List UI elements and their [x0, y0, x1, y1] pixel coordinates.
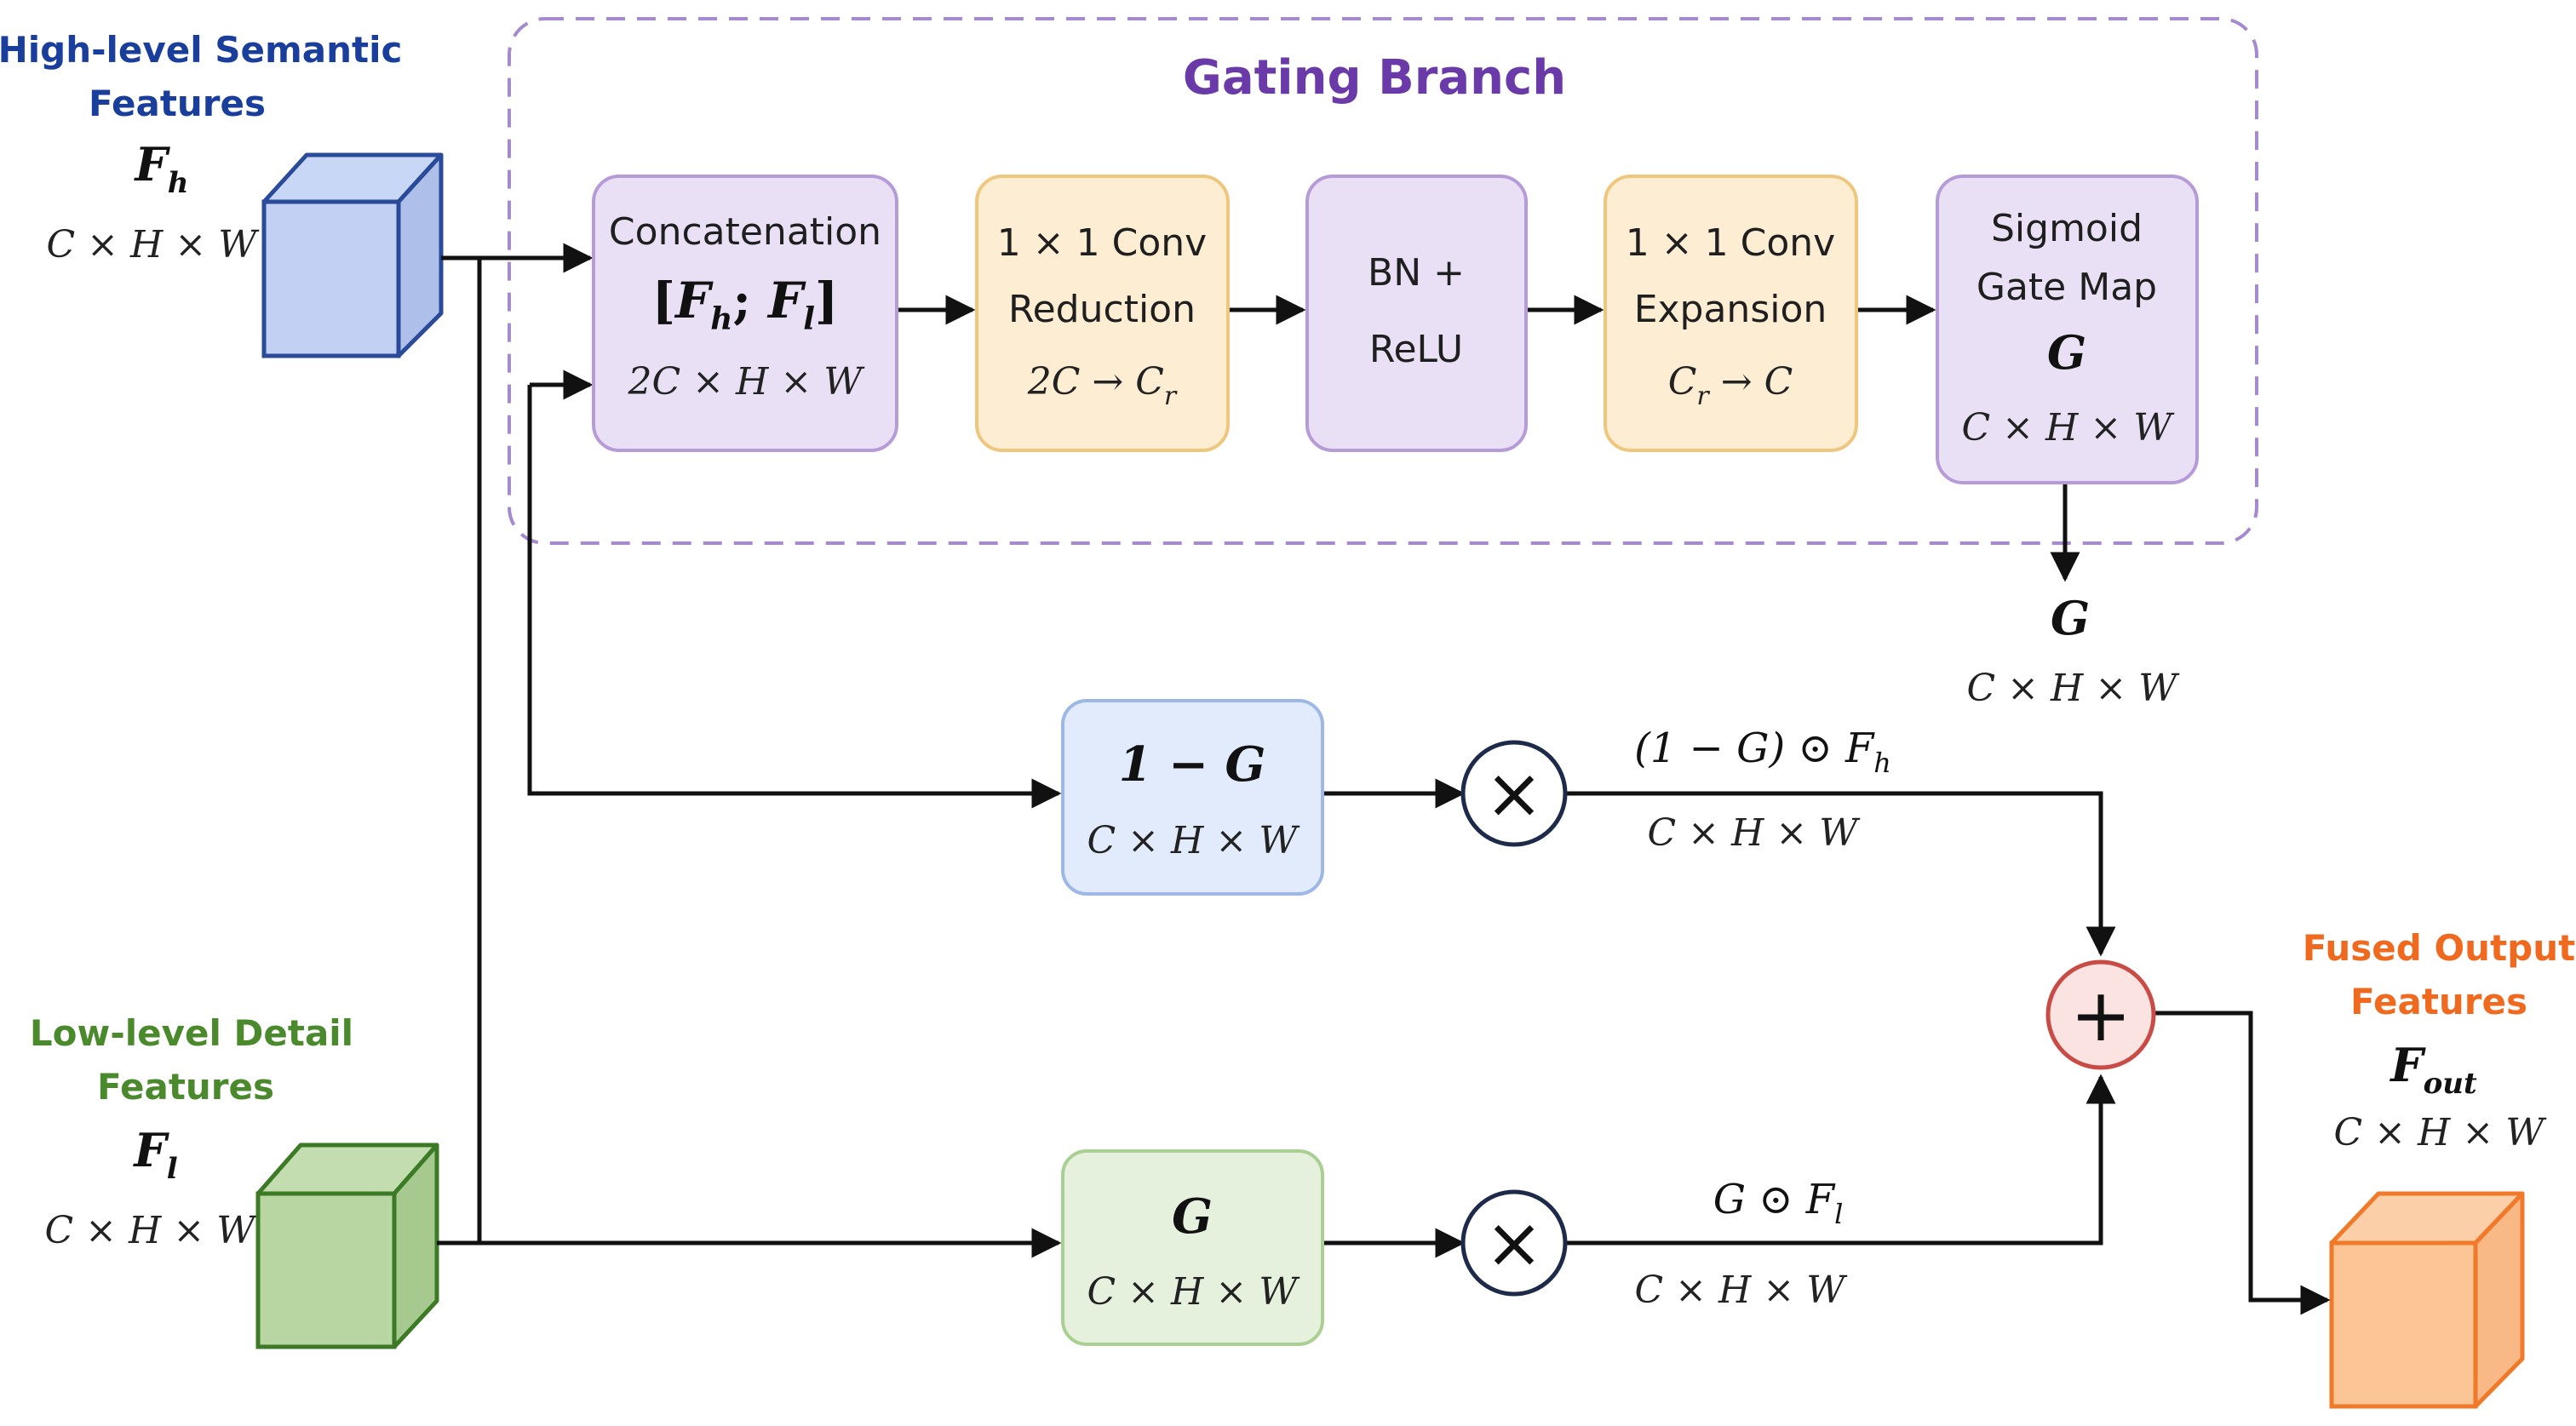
- lower-product-dims: C × H × W: [1635, 1269, 1849, 1312]
- sigmoid-line1: Sigmoid: [1991, 207, 2143, 250]
- output-title-line1: Fused Output: [2303, 927, 2575, 969]
- concatenation-dims: 2C × H × W: [628, 360, 866, 404]
- concatenation-formula: [Fh; Fl]: [652, 272, 839, 337]
- upper-mult-to-add-path: [1565, 791, 2116, 957]
- output-dims: C × H × W: [2334, 1111, 2548, 1154]
- high-level-title-line1: High-level Semantic: [0, 29, 402, 71]
- conv-expansion-dims: Cr → C: [1668, 360, 1793, 411]
- lower-mult-to-add-path: [1565, 1074, 2116, 1246]
- connectors: [437, 243, 2331, 1315]
- conv-expansion-line2: Expansion: [1634, 288, 1827, 331]
- output-title-line2: Features: [2350, 981, 2527, 1022]
- conv-expansion-line1: 1 × 1 Conv: [1626, 221, 1835, 265]
- one-minus-g-dims: C × H × W: [1087, 819, 1301, 862]
- lower-product-label: G ⊙ Fl: [1713, 1176, 1844, 1230]
- svg-text:+: +: [2070, 973, 2131, 1058]
- upper-product-dims: C × H × W: [1648, 811, 1862, 855]
- add-icon: +: [2045, 959, 2156, 1070]
- low-level-symbol: Fl: [132, 1123, 177, 1186]
- gating-branch-title: Gating Branch: [1183, 50, 1566, 106]
- output-symbol: Fout: [2389, 1038, 2477, 1101]
- upper-product-label: (1 − G) ⊙ Fh: [1634, 724, 1891, 779]
- high-level-cube-icon: [261, 152, 444, 358]
- svg-text:×: ×: [1485, 1203, 1544, 1284]
- sigmoid-symbol: G: [2047, 325, 2086, 380]
- sigmoid-line2: Gate Map: [1976, 266, 2157, 309]
- concatenation-box: Concatenation [Fh; Fl] 2C × H × W: [592, 175, 898, 452]
- concatenation-title: Concatenation: [609, 210, 881, 254]
- output-cube-icon: [2329, 1191, 2525, 1409]
- low-level-cube-icon: [255, 1143, 439, 1349]
- conv-reduction-dims: 2C → Cr: [1027, 360, 1178, 411]
- add-to-output-path: [2154, 1011, 2331, 1315]
- sigmoid-gate-box: Sigmoid Gate Map G C × H × W: [1936, 175, 2199, 484]
- high-level-symbol: Fh: [133, 137, 188, 200]
- low-level-dims: C × H × W: [45, 1209, 259, 1252]
- gate-output-symbol: G: [2051, 591, 2090, 645]
- low-level-title-line2: Features: [97, 1066, 274, 1108]
- conv-reduction-line2: Reduction: [1008, 288, 1196, 331]
- g-box-dims: C × H × W: [1087, 1270, 1301, 1314]
- one-minus-g-formula: 1 − G: [1119, 736, 1266, 793]
- upper-multiply-icon: ×: [1460, 740, 1568, 847]
- bn-relu-line2: ReLU: [1369, 328, 1463, 371]
- g-box-formula: G: [1172, 1188, 1213, 1245]
- high-level-dims: C × H × W: [47, 223, 261, 266]
- conv-reduction-line1: 1 × 1 Conv: [997, 221, 1207, 265]
- low-level-title-line1: Low-level Detail: [30, 1012, 353, 1054]
- svg-text:×: ×: [1485, 753, 1544, 834]
- bn-relu-box: BN + ReLU: [1305, 175, 1528, 452]
- sigmoid-dims: C × H × W: [1962, 406, 2176, 450]
- conv-reduction-box: 1 × 1 Conv Reduction 2C → Cr: [975, 175, 1230, 452]
- g-box: G C × H × W: [1061, 1149, 1324, 1346]
- conv-expansion-box: 1 × 1 Conv Expansion Cr → C: [1604, 175, 1858, 452]
- one-minus-g-box: 1 − G C × H × W: [1061, 699, 1324, 896]
- high-level-title-line2: Features: [89, 83, 266, 124]
- gating-branch-container: [508, 17, 2258, 545]
- gate-output-dims: C × H × W: [1967, 667, 2181, 710]
- bn-relu-line1: BN +: [1368, 251, 1465, 295]
- lower-multiply-icon: ×: [1460, 1189, 1568, 1297]
